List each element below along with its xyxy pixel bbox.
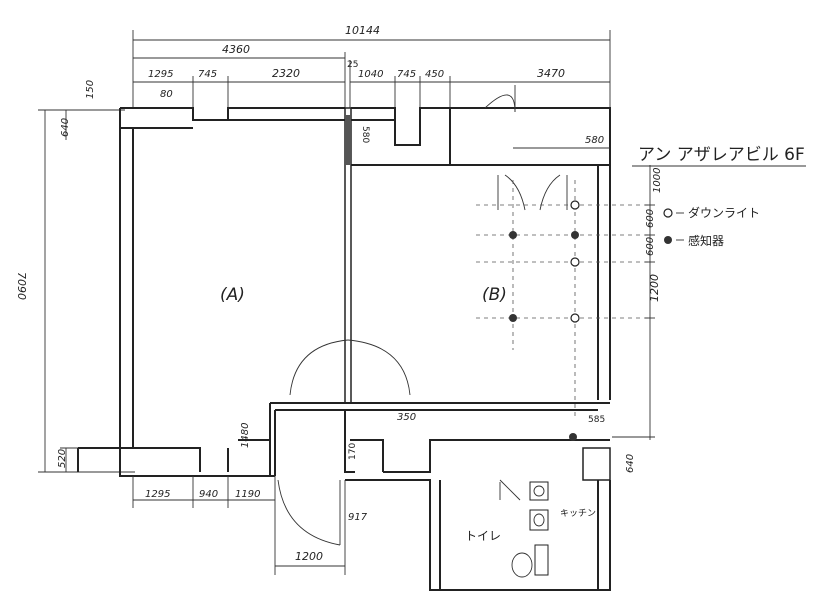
legend-downlight: ダウンライト [688,205,760,220]
downlight-icon [570,257,580,267]
dim-right-600b: 600 [645,237,656,256]
sensor-legend-icon [664,236,672,244]
dim-top-left-c: 2320 [272,67,300,80]
sensor-icon [509,231,517,239]
dim-gap: 25 [347,60,358,70]
dim-bottom-1200: 1200 [295,550,323,563]
dim-bottom-917: 917 [348,512,368,523]
dim-bottom-1190: 1190 [235,489,260,500]
downlight-icon [570,313,580,323]
dim-top-150: 150 [85,80,96,99]
dim-top-80: 80 [160,89,173,100]
dim-top-left-a: 1295 [148,69,173,80]
room-b-label: (B) [482,285,507,305]
sensor-icon [569,433,577,441]
dim-right-1000: 1000 [652,168,663,193]
dim-total-width: 10144 [345,24,380,37]
dim-left-height: 7090 [15,272,28,300]
toilet-fixtures [511,481,549,578]
dim-bottom-940: 940 [199,489,218,500]
kitchen-label: キッチン [560,508,596,519]
downlight-legend-icon [663,208,673,218]
dim-top-right-a: 1040 [358,69,383,80]
dim-top-right-b: 745 [397,69,416,80]
dim-left-width: 4360 [222,43,250,56]
dim-top-right-d: 3470 [537,67,565,80]
sensor-icon [509,314,517,322]
dim-mid-585: 585 [588,415,605,425]
page-title: アン アザレアビル 6F [638,145,805,165]
dim-right-600a: 600 [645,209,656,228]
left-dimension-lines [38,109,135,473]
room-a-label: (A) [220,285,245,305]
dim-left-640: 640 [60,118,71,137]
dim-mid-170: 170 [348,443,358,460]
downlight-icon [570,200,580,210]
sensor-icon [571,231,579,239]
bottom-dimension-lines [132,476,346,575]
dim-mid-350: 350 [397,412,416,423]
legend-sensor: 感知器 [688,233,724,248]
dim-top-right-c: 450 [425,69,444,80]
walls [77,107,611,591]
dim-top-left-b: 745 [198,69,217,80]
dim-bottom-1295: 1295 [145,489,170,500]
lighting-grid [476,147,655,440]
legend: ダウンライト 感知器 [663,205,760,248]
dim-right-1200: 1200 [648,274,661,302]
dim-right-640: 640 [625,454,636,473]
toilet-label: トイレ [465,529,501,543]
dim-left-520: 520 [57,449,68,468]
dim-mid-580: 580 [360,126,370,143]
dim-mid-1480: 1480 [240,423,251,448]
dim-right-580: 580 [585,135,604,146]
doors [277,85,568,546]
top-dimension-lines [132,30,611,108]
